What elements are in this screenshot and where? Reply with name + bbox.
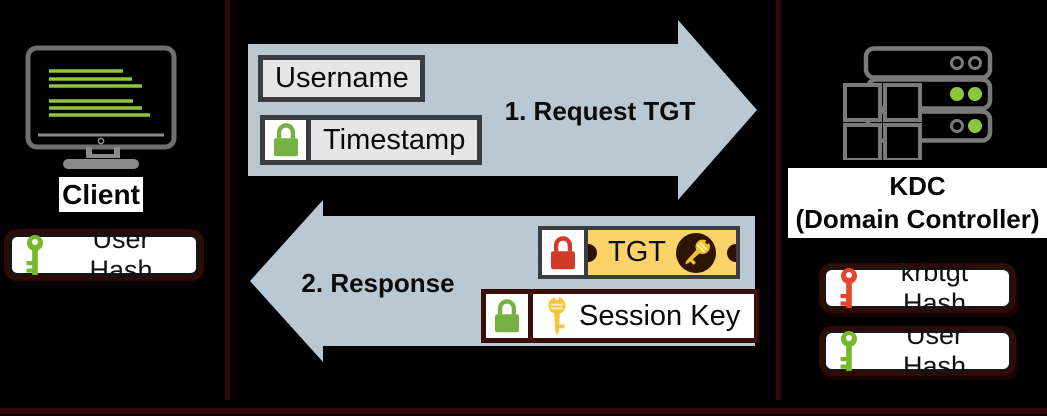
kdc-krbtgt-hash-badge: krbtgt Hash <box>824 257 1011 318</box>
response-step-label: 2. Response <box>301 268 455 298</box>
lock-red-icon <box>551 235 575 269</box>
separator-line-bottom <box>0 408 1047 414</box>
kdc-label-line2: (Domain Controller) <box>795 204 1040 234</box>
client-user-hash-badge: User Hash <box>9 224 199 285</box>
tgt-label: TGT <box>608 236 666 268</box>
client-user-hash-label: User Hash <box>89 224 153 285</box>
request-step-label: 1. Request TGT <box>504 96 696 126</box>
ticket-notch-left <box>588 243 597 262</box>
kdc-label: KDC (Domain Controller) <box>788 168 1047 238</box>
key-green-icon <box>840 331 857 371</box>
username-box: Username <box>258 55 425 102</box>
session-key-body: Session Key <box>528 294 755 338</box>
kdc-user-hash-badge: User Hash <box>824 320 1011 381</box>
client-label: Client <box>59 177 143 212</box>
key-gold-icon <box>548 297 566 335</box>
key-gold-icon <box>684 239 710 265</box>
timestamp-box: Timestamp <box>260 115 483 165</box>
session-lock-cell <box>486 294 528 338</box>
tgt-box: TGT <box>538 226 740 279</box>
timestamp-lock-cell <box>265 120 306 160</box>
kdc-label-line1: KDC <box>889 171 946 201</box>
tgt-ticket: TGT <box>584 230 736 275</box>
key-green-icon <box>26 235 43 275</box>
lock-green-icon <box>273 123 298 157</box>
server-stack-icon <box>843 46 993 160</box>
timestamp-label-cell: Timestamp <box>306 120 478 160</box>
tgt-lock-cell <box>542 230 584 275</box>
key-red-icon <box>840 268 857 308</box>
monitor-icon <box>25 45 177 169</box>
username-label: Username <box>275 62 409 94</box>
separator-line-right <box>776 0 781 400</box>
session-key-label: Session Key <box>579 299 741 332</box>
kdc-krbtgt-hash-label: krbtgt Hash <box>900 257 969 318</box>
ticket-notch-right <box>727 243 736 262</box>
timestamp-label: Timestamp <box>323 123 466 156</box>
separator-line-left <box>225 0 230 400</box>
kdc-user-hash-label: User Hash <box>902 320 967 381</box>
lock-green-icon <box>495 299 519 333</box>
tgt-key-circle <box>676 232 716 273</box>
session-key-box: Session Key <box>481 289 760 343</box>
client-label-text: Client <box>62 178 140 210</box>
